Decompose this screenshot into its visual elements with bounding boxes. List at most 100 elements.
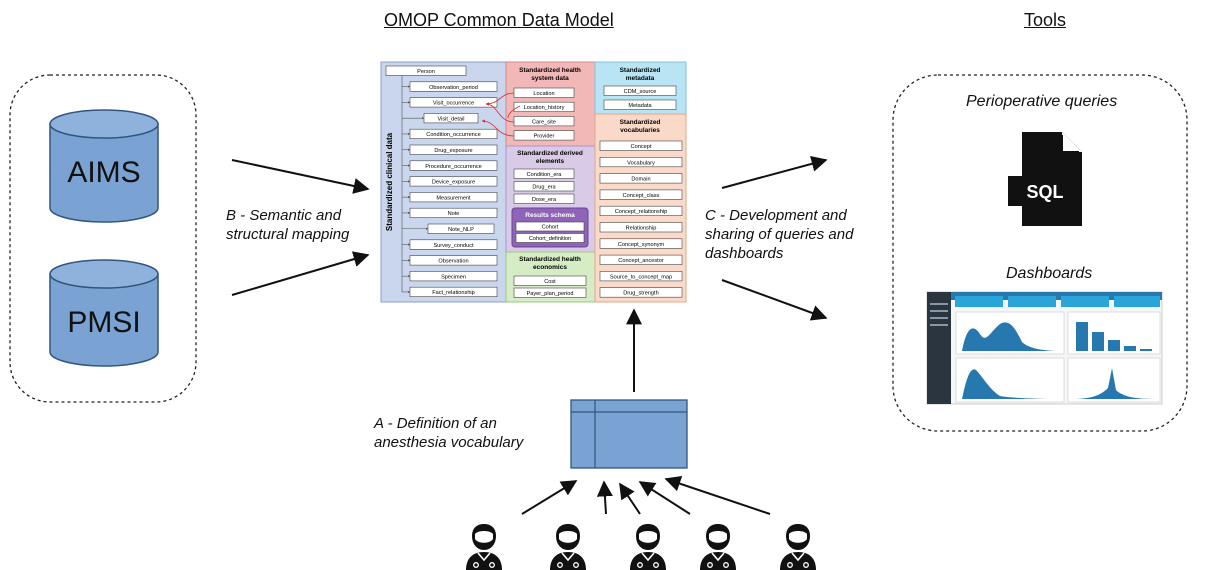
table-label: Cohort [542,225,559,231]
table-label: Cost [544,279,556,285]
table-drug-era: Drug_era [513,181,575,192]
table-measurement: Measurement [409,192,498,203]
label-a-line-2: anesthesia vocabulary [374,434,524,451]
clinical-items: PersonObservation_periodVisit_occurrence… [385,65,498,298]
table-label: Note_NLP [448,227,474,233]
vocab-title-1: Standardized [620,119,661,126]
table-box [599,287,683,298]
economics-title-1: Standardized health [519,256,581,263]
table-box [385,65,467,76]
table-location: Location [513,87,575,98]
table-box [513,101,575,112]
table-care-site: Care_site [513,116,575,127]
table-metadata: Metadata [603,99,677,110]
table-drug-strength: Drug_strength [599,287,683,298]
table-label: Measurement [436,195,471,201]
table-cohort: Cohort [515,221,585,232]
table-box [599,205,683,216]
dashboard-screenshot [926,291,1163,405]
table-label: Device_exposure [432,180,475,186]
table-box [515,233,585,243]
anesthesiologists-group [466,476,816,570]
table-provider: Provider [513,130,575,141]
table-cdm-source: CDM_source [603,85,677,96]
table-drug-exposure: Drug_exposure [409,144,498,155]
health-system-title-1: Standardized health [519,67,581,74]
table-box [513,116,575,127]
table-box [513,287,587,298]
table-label: Source_to_concept_map [610,274,672,280]
doctor-icon [630,524,666,570]
table-box [599,140,683,151]
table-box [513,181,575,192]
doctor-icon [700,524,736,570]
sources-container [9,74,197,403]
label-a: A - Definition of an anesthesia vocabula… [374,414,523,452]
table-concept-ancestor: Concept_ancestor [599,254,683,265]
label-c-line-2: sharing of queries and [705,226,854,243]
doctor-icon [466,524,502,570]
tools-container [892,74,1188,432]
perioperative-queries-label: Perioperative queries [966,93,1118,110]
pmsi-database-icon: PMSI [49,259,159,367]
table-label: Care_site [532,119,556,125]
table-label: Drug_exposure [434,148,472,154]
sql-label: SQL [1026,182,1063,202]
table-condition-occurrence: Condition_occurrence [409,128,498,139]
table-survey-conduct: Survey_conduct [409,239,498,250]
table-label: Payer_plan_period [527,291,574,297]
table-vocabulary: Vocabulary [599,157,683,168]
arrow-pmsi-to-cdm [231,251,370,296]
table-label: Concept_class [623,193,660,199]
table-box [603,99,677,110]
table-concept-class: Concept_class [599,189,683,200]
table-location-history: Location_history [513,101,575,112]
sql-file-icon: SQL [1008,132,1082,226]
table-box [513,130,575,141]
label-b: B - Semantic and structural mapping [226,206,349,244]
cdm-diagram: Standardized clinical data PersonObserva… [380,61,687,303]
clinical-data-title: Standardized clinical data [385,132,394,231]
table-device-exposure: Device_exposure [409,176,498,187]
table-label: Domain [631,177,650,183]
vocabulary-items: ConceptVocabularyDomainConcept_classConc… [599,140,683,298]
metadata-title-1: Standardized [620,67,661,74]
table-box [599,157,683,168]
tools-title: Tools [1024,10,1067,30]
health-system-title-2: system data [531,75,569,82]
table-label: Concept_relationship [615,209,668,215]
vocab-title-2: vocabularies [620,127,660,134]
table-note: Note [409,207,498,218]
arrow-person-1 [521,480,578,515]
table-cost: Cost [513,275,587,286]
table-label: Survey_conduct [433,243,474,249]
table-source-to-concept-map: Source_to_concept_map [599,271,683,282]
table-label: Visit_occurrence [433,101,474,107]
table-label: Visit_detail [438,116,465,122]
arrow-person-3 [619,482,641,515]
table-observation: Observation [409,255,498,266]
label-b-line-1: B - Semantic and [226,207,342,224]
table-box [599,271,683,282]
table-label: Location_history [524,105,565,111]
arrow-person-5 [664,476,771,515]
table-note-nlp: Note_NLP [427,223,495,234]
table-label: Condition_era [527,172,563,178]
table-label: Dose_era [532,197,557,203]
arrow-person-2 [596,480,613,515]
label-c-line-1: C - Development and [705,207,847,224]
table-label: Metadata [628,103,652,109]
table-person: Person [385,65,467,76]
table-label: Concept_ancestor [618,258,664,264]
table-label: Person [417,69,435,75]
table-label: Specimen [441,274,466,280]
doctor-icon [550,524,586,570]
table-label: Cohort_definition [529,236,571,242]
table-dose-era: Dose_era [513,193,575,204]
economics-title-2: economics [533,264,567,271]
